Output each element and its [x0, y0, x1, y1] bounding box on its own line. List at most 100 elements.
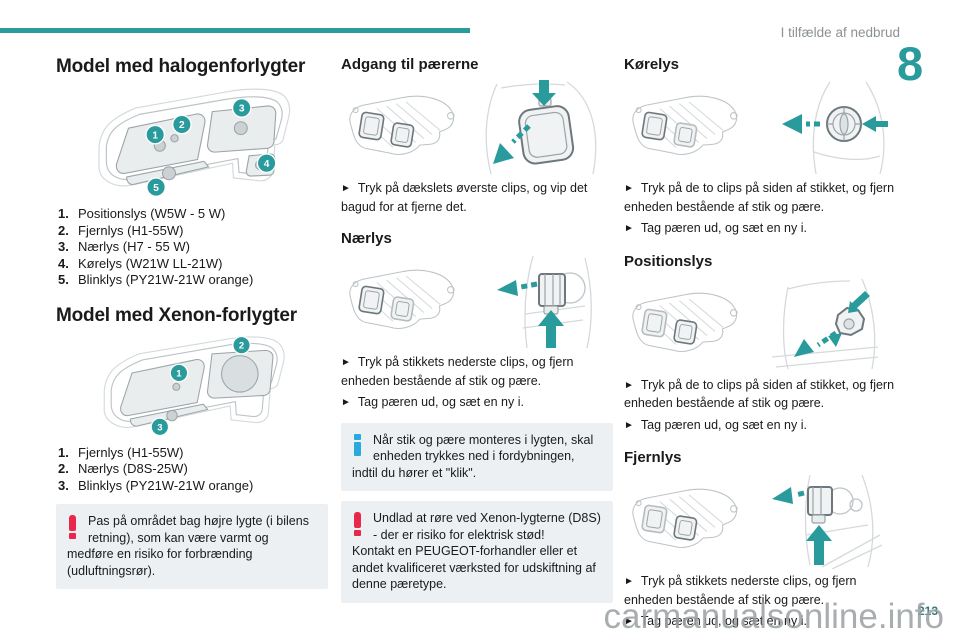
list-number: 5.: [58, 272, 69, 287]
instruction-step: ►Tryk på de to clips på siden af stikket…: [624, 377, 906, 413]
heading-naerlys: Nærlys: [341, 230, 392, 247]
insert-arrow-icon: [828, 332, 842, 347]
remove-direction-arrow-icon: [493, 143, 514, 164]
chapter-number: 8: [897, 37, 924, 90]
step-arrow-icon: ►: [624, 223, 634, 234]
remove-direction-arrow-icon: [772, 487, 793, 504]
list-item: 5. Blinklys (PY21W-21W orange): [58, 272, 328, 289]
column-right: Kørelys ►Tryk på de to clips på siden af…: [624, 56, 906, 632]
callout-number: 1: [152, 130, 158, 141]
list-number: 2.: [58, 461, 69, 476]
step-arrow-icon: ►: [624, 576, 634, 587]
xenon-headlight-illustration: 1 2 3: [103, 335, 285, 436]
step-text: Tag pæren ud, og sæt en ny i.: [640, 417, 807, 432]
connector-removal-drawing: [497, 255, 592, 349]
step-text: Tryk på stikkets nederste clips, og fjer…: [341, 355, 574, 388]
remove-direction-arrow-icon: [794, 338, 814, 357]
heading-positionslys: Positionslys: [624, 252, 713, 270]
callout-number: 3: [157, 422, 162, 433]
holder-removal-drawing: [771, 278, 879, 369]
press-up-arrow-icon: [806, 525, 832, 565]
press-down-arrow-icon: [532, 80, 556, 106]
instruction-step: ►Tryk på stikkets nederste clips, og fje…: [341, 354, 613, 390]
press-clip-arrow-icon: [862, 116, 888, 132]
korelys-illustration: [624, 80, 906, 176]
column-left: Model med halogenforlygter 1 2 3 4 5 1. P…: [56, 56, 328, 589]
step-text: Tryk på de to clips på siden af stikket,…: [624, 377, 895, 411]
list-text: Nærlys (D8S-25W): [78, 461, 188, 476]
instruction-step: ►Tryk på dækslets øverste clips, og vip …: [341, 180, 613, 216]
instruction-step: ► Tag pæren ud, og sæt en ny i.: [624, 220, 906, 239]
callout-markers: 1 2 3: [150, 335, 251, 436]
halogen-parts-list: 1. Positionslys (W5W - 5 W) 2.Fjernlys (H…: [58, 206, 328, 289]
step-text: Tag pæren ud, og sæt en ny i.: [640, 221, 807, 235]
list-number: 3.: [58, 477, 69, 493]
step-arrow-icon: ►: [624, 419, 634, 431]
step-text: Tryk på stikkets nederste clips, og fjer…: [624, 574, 857, 607]
list-item: 3.Nærlys (H7 - 55 W): [58, 239, 328, 256]
page-number: 213: [917, 604, 938, 618]
step-arrow-icon: ►: [341, 183, 351, 194]
press-up-arrow-icon: [538, 310, 564, 348]
halogen-headlight-illustration: 1 2 3 4 5: [98, 88, 291, 198]
instruction-step: ►Tryk på de to clips på siden af stikket…: [624, 180, 906, 216]
step-text: Tag pæren ud, og sæt en ny i.: [640, 614, 807, 628]
list-item: 3. Blinklys (PY21W-21W orange): [58, 478, 328, 495]
headlight-rear-view-drawing: [632, 488, 738, 549]
callout-number: 3: [239, 104, 245, 115]
list-text: Kørelys (W21W LL-21W): [78, 255, 223, 271]
heading-halogen-model: Model med halogenforlygter: [56, 56, 306, 77]
naerlys-illustration: [341, 254, 613, 350]
list-text: Blinklys (PY21W-21W orange): [78, 477, 254, 493]
list-text: Fjernlys (H1-55W): [78, 444, 184, 460]
xenon-parts-list: 1. Fjernlys (H1-55W) 2. Nærlys (D8S-25W) 3…: [58, 445, 328, 495]
connector-removal-drawing: [772, 474, 883, 569]
list-item: 4.Kørelys (W21W LL-21W): [58, 256, 328, 273]
column-middle: Adgang til pærerne ►Tryk på dækslets øve…: [341, 56, 613, 603]
step-text: Tag pæren ud, og sæt en ny i.: [357, 395, 524, 409]
remove-direction-arrow-icon: [782, 114, 802, 134]
instruction-step: ► Tag pæren ud, og sæt en ny i.: [624, 613, 906, 632]
callout-number: 2: [239, 340, 244, 351]
warning-icon: [69, 515, 77, 539]
heading-fjernlys: Fjernlys: [624, 449, 682, 466]
chapter-accent-bar: [0, 28, 470, 33]
headlight-rear-view-drawing: [349, 269, 455, 330]
callout-number: 2: [179, 120, 185, 131]
info-box: Når stik og pære monteres i lygten, skal…: [341, 422, 613, 491]
headlight-rear-view-drawing: [349, 95, 455, 156]
access-illustration: [341, 80, 613, 176]
warning-icon: [354, 512, 362, 536]
step-arrow-icon: ►: [341, 397, 351, 408]
callout-markers: 1 2 3 4 5: [145, 98, 277, 198]
heading-access-bulbs: Adgang til pærerne: [341, 56, 479, 73]
list-number: 1.: [58, 206, 69, 221]
callout-number: 4: [264, 159, 270, 170]
running-header-title: I tilfælde af nedbrud: [780, 25, 900, 40]
step-text: Tryk på de to clips på siden af stikket,…: [624, 181, 895, 214]
watermark: carmanualsonline.info: [603, 597, 944, 636]
list-item: 2. Nærlys (D8S-25W): [58, 461, 328, 478]
list-text: Positionslys (W5W - 5 W): [78, 206, 226, 221]
list-number: 3.: [58, 239, 69, 254]
fjernlys-illustration: [624, 473, 906, 569]
step-arrow-icon: ►: [624, 616, 634, 627]
list-text: Blinklys (PY21W-21W orange): [78, 272, 254, 287]
list-item: 1. Fjernlys (H1-55W): [58, 445, 328, 462]
list-item: 2.Fjernlys (H1-55W): [58, 223, 328, 240]
instruction-step: ► Tag pæren ud, og sæt en ny i.: [341, 394, 613, 413]
warning-text: Undlad at røre ved Xenon-lygterne (D8S) …: [373, 511, 601, 542]
headlight-rear-view-drawing: [632, 95, 738, 156]
heading-korelys: Kørelys: [624, 56, 680, 73]
headlight-rear-view-drawing: [632, 291, 738, 352]
step-arrow-icon: ►: [624, 183, 634, 194]
step-text: Tryk på dækslets øverste clips, og vip d…: [341, 181, 588, 214]
step-arrow-icon: ►: [341, 357, 351, 368]
positionslys-illustration: [624, 277, 906, 373]
list-number: 1.: [58, 444, 69, 460]
warning-text: Kontakt en PEUGEOT-forhandler eller et a…: [352, 544, 596, 591]
round-holder-removal-drawing: [782, 81, 888, 175]
press-clip-arrow-icon: [848, 290, 870, 313]
step-arrow-icon: ►: [624, 379, 634, 391]
